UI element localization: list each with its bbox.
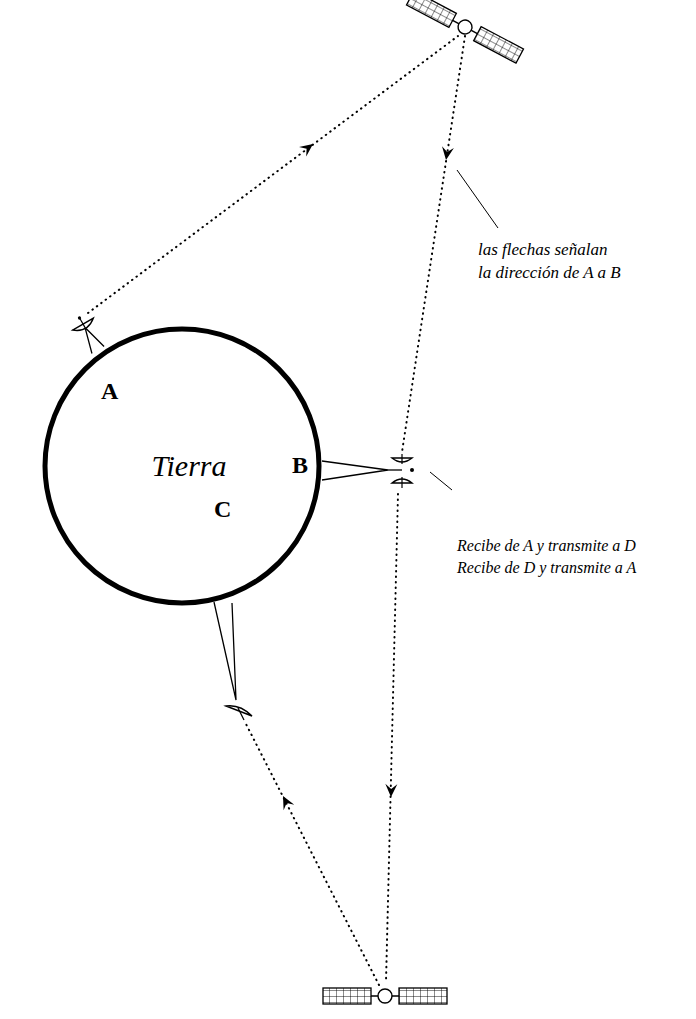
callout-note: Recibe de A y transmite a D [457, 537, 636, 555]
satellite [323, 988, 447, 1004]
dish-antenna [68, 311, 108, 356]
station-letter: B [292, 452, 308, 479]
leader-lines [430, 170, 498, 490]
dish-antenna [214, 602, 252, 720]
station-letter: C [214, 496, 231, 523]
satellite [407, 0, 524, 63]
station-letter: A [101, 378, 118, 405]
earth-circle: Tierra [42, 326, 322, 606]
direction-arrows [278, 139, 454, 810]
earth-outline [45, 329, 319, 603]
earth-name: Tierra [151, 449, 226, 483]
callout-note: las flechas señalan la dirección de A a … [478, 238, 678, 284]
callout-note: Recibe de D y transmite a A [457, 559, 636, 577]
relay-station [322, 454, 414, 488]
